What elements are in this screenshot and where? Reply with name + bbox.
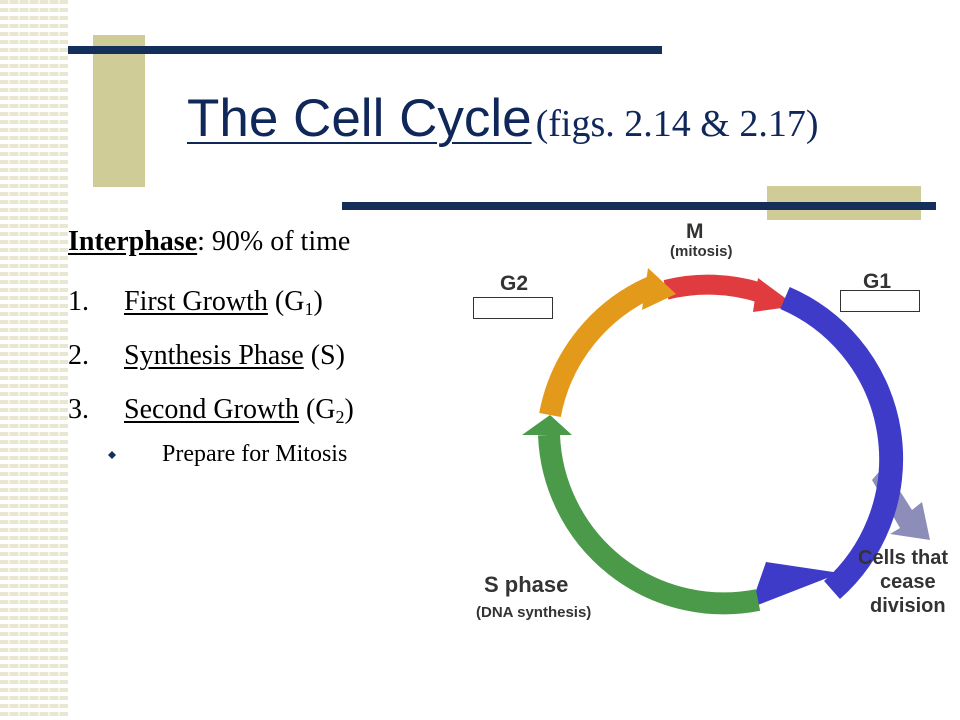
item-subscript: 1 bbox=[304, 299, 314, 319]
item-subscript: 2 bbox=[335, 407, 345, 427]
cell-cycle-diagram: M (mitosis) G2 G1 S phase (DNA synthesis… bbox=[460, 210, 960, 640]
g1-label: G1 bbox=[863, 270, 891, 293]
m-arc bbox=[663, 274, 766, 303]
s-sublabel: (DNA synthesis) bbox=[476, 604, 591, 621]
item-label-second-growth: Second Growth bbox=[124, 394, 299, 425]
m-sublabel: (mitosis) bbox=[670, 243, 733, 260]
g1-label-box bbox=[840, 290, 920, 312]
title-main: The Cell Cycle bbox=[187, 89, 532, 148]
item-paren-close: ) bbox=[313, 286, 323, 317]
g1-arrowhead bbox=[750, 562, 840, 608]
bullet-text: Prepare for Mitosis bbox=[162, 441, 348, 467]
g1-arc bbox=[780, 286, 904, 599]
top-rule bbox=[68, 46, 662, 54]
heading-label: Interphase bbox=[68, 226, 198, 257]
item-paren-close: ) bbox=[344, 394, 354, 425]
exit-label-line1: Cells that bbox=[858, 547, 948, 569]
item-label-first-growth: First Growth bbox=[124, 286, 268, 317]
left-striped-border bbox=[0, 0, 68, 720]
diamond-bullet-icon bbox=[108, 451, 116, 459]
slide-title: The Cell Cycle (figs. 2.14 & 2.17) bbox=[187, 88, 818, 149]
g2-label: G2 bbox=[500, 272, 528, 295]
item-paren: (S) bbox=[310, 340, 345, 371]
item-paren: (G bbox=[305, 394, 336, 425]
cell-cycle-graphic: M (mitosis) G2 G1 S phase (DNA synthesis… bbox=[476, 220, 948, 621]
item-number: 1. bbox=[68, 286, 89, 317]
item-paren: (G bbox=[274, 286, 305, 317]
g2-arrowhead bbox=[642, 268, 676, 310]
g2-label-box bbox=[473, 297, 553, 319]
interphase-heading: Interphase: 90% of time bbox=[68, 226, 350, 258]
item-label-synthesis: Synthesis Phase bbox=[124, 340, 304, 371]
s-label: S phase bbox=[484, 572, 568, 597]
heading-rest: : 90% of time bbox=[197, 226, 351, 257]
g2-arc bbox=[539, 274, 661, 418]
item-number: 2. bbox=[68, 340, 89, 371]
item-number: 3. bbox=[68, 394, 89, 425]
middle-rule bbox=[342, 202, 936, 210]
tan-accent-block bbox=[93, 35, 145, 187]
m-label: M bbox=[686, 220, 704, 243]
s-arrowhead bbox=[522, 415, 572, 435]
exit-label-line2: cease bbox=[880, 571, 936, 593]
title-subtitle: (figs. 2.14 & 2.17) bbox=[535, 103, 819, 145]
s-arc bbox=[538, 434, 761, 615]
exit-label-line3: division bbox=[870, 595, 946, 617]
